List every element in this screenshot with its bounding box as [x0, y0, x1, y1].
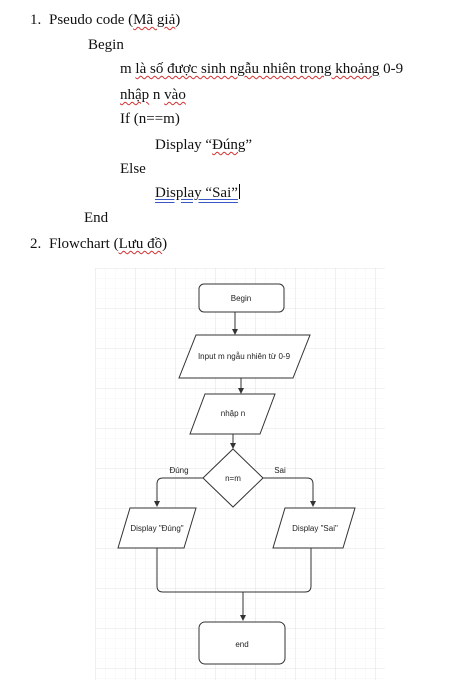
pseudo-line-input: nhập n vào — [120, 86, 186, 104]
section-title-end: ) — [175, 12, 181, 28]
input-m-label: Input m ngẫu nhiên từ 0-9 — [198, 352, 291, 361]
spell-flagged-text: Lưu đồ — [118, 236, 163, 252]
pseudo-text: 0-9 — [379, 61, 404, 77]
begin-node — [198, 283, 285, 313]
section-number: 2. — [30, 236, 42, 252]
display-false-label: Display "Sai" — [292, 524, 338, 533]
end-label: end — [235, 640, 248, 649]
pseudo-text: n — [149, 87, 165, 103]
spell-flagged-text: Đúng — [212, 137, 246, 153]
spell-flagged-text: Mã giả — [133, 12, 176, 28]
pseudo-text: Display “ — [155, 137, 213, 153]
pseudo-begin: Begin — [88, 37, 124, 53]
pseudo-text: m — [120, 61, 136, 77]
spell-flagged-text: là số được sinh ngẫu nhiên trong khoảng — [135, 61, 380, 77]
display-true-node — [117, 507, 197, 549]
pseudo-line-random: m là số được sinh ngẫu nhiên trong khoản… — [120, 60, 403, 78]
pseudo-display-true: Display “Đúng” — [155, 136, 252, 154]
pseudo-else: Else — [120, 161, 146, 177]
input-m-node — [178, 334, 311, 379]
input-n-label: nhập n — [221, 409, 245, 418]
end-node — [198, 621, 286, 665]
arrow-yes — [154, 477, 203, 507]
text-cursor — [238, 184, 240, 199]
grammar-flagged-text: Display “Sai” — [155, 185, 238, 201]
pseudo-display-false[interactable]: Display “Sai” — [155, 184, 240, 202]
no-label: Sai — [274, 466, 286, 475]
section-title-end: ) — [162, 236, 168, 252]
flowchart-diagram: Begin Input m ngẫu nhiên từ 0-9 nhập n n… — [95, 268, 385, 680]
decision-node — [202, 448, 264, 508]
decision-label: n=m — [225, 474, 241, 483]
display-true-label: Display "Đúng" — [130, 524, 183, 533]
yes-label: Đúng — [169, 466, 188, 475]
section-1-heading: 1. Pseudo code (Mã giả) — [30, 11, 180, 29]
pseudo-end: End — [84, 210, 109, 226]
arrow-no — [263, 477, 316, 507]
section-title: Pseudo code ( — [49, 12, 134, 28]
display-false-node — [272, 507, 356, 549]
spell-flagged-text: vào — [164, 87, 186, 103]
input-n-node — [189, 393, 276, 435]
merge-connector — [156, 548, 312, 593]
spell-flagged-text: nhập — [120, 87, 150, 103]
section-number: 1. — [30, 12, 42, 28]
section-title: Flowchart ( — [49, 236, 119, 252]
pseudo-if: If (n==m) — [120, 111, 180, 127]
pseudo-text: ” — [245, 137, 253, 153]
section-2-heading: 2. Flowchart (Lưu đồ) — [30, 235, 167, 253]
begin-label: Begin — [231, 294, 251, 303]
